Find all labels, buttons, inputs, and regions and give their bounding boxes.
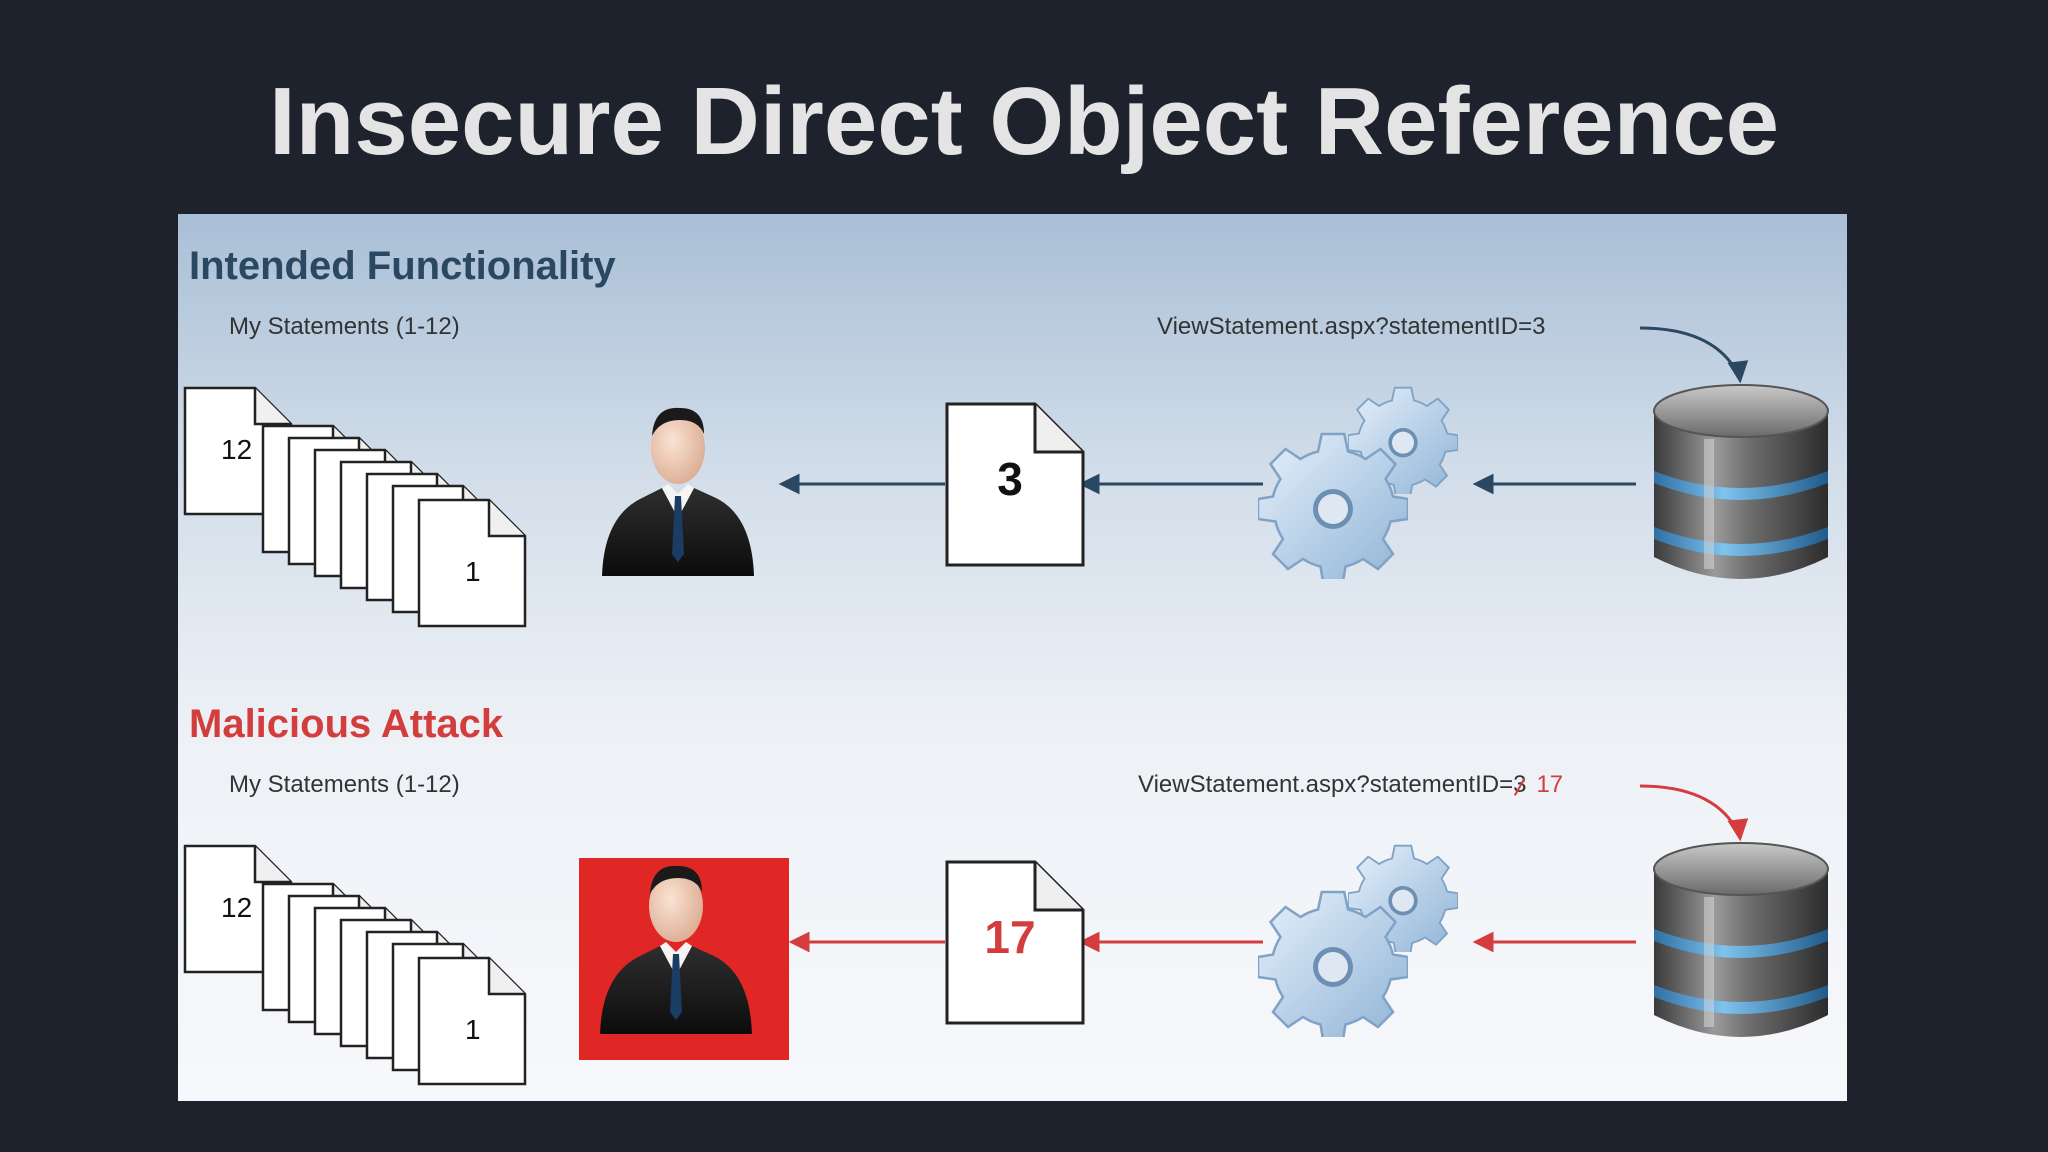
stack-top-number: 12: [221, 892, 253, 923]
tampered-id: 17: [1536, 771, 1564, 798]
arrowhead-server: [1472, 931, 1494, 953]
database-icon: [1653, 384, 1829, 579]
my-statements-label: My Statements (1-12): [229, 313, 460, 340]
arrowhead-db: [1727, 818, 1749, 842]
document-icon: [945, 402, 1085, 567]
document-icon: [183, 844, 527, 1086]
document-icon: [945, 860, 1085, 1025]
arrowhead-user: [788, 931, 810, 953]
statement-stack: 12 1: [183, 844, 543, 1094]
statement-number: 3: [997, 453, 1023, 505]
arrow-url-to-db: [1639, 784, 1740, 833]
document-icon: [183, 386, 527, 628]
stack-bottom-number: 1: [465, 1014, 481, 1045]
database-icon: [1653, 842, 1829, 1037]
arrow-url-to-db: [1639, 326, 1740, 375]
request-url: ViewStatement.aspx?statementID=3: [1157, 313, 1546, 340]
diagram-panel: Intended Functionality My Statements (1-…: [178, 214, 1847, 1101]
slide-title: Insecure Direct Object Reference: [269, 68, 1779, 175]
intended-heading: Intended Functionality: [189, 244, 616, 288]
person-icon: [602, 407, 754, 576]
my-statements-label: My Statements (1-12): [229, 771, 460, 798]
gears-icon: [1258, 386, 1458, 579]
stack-bottom-number: 1: [465, 556, 481, 587]
intended-functionality-section: Intended Functionality My Statements (1-…: [178, 214, 1847, 674]
statement-number: 17: [984, 911, 1036, 963]
arrowhead-db: [1727, 360, 1749, 384]
malicious-attack-section: Malicious Attack My Statements (1-12) Vi…: [178, 672, 1847, 1101]
tampered-request-url: ViewStatement.aspx?statementID=3 17: [1138, 771, 1563, 799]
gears-icon: [1258, 844, 1458, 1037]
arrowhead-server: [1472, 473, 1494, 495]
person-icon: [600, 865, 752, 1034]
stack-top-number: 12: [221, 434, 253, 465]
attack-heading: Malicious Attack: [189, 702, 504, 746]
original-id-struck: 3: [1513, 771, 1527, 798]
statement-stack: 12 1: [183, 386, 543, 636]
url-prefix: ViewStatement.aspx?statementID=: [1138, 771, 1514, 798]
arrowhead-user: [778, 473, 800, 495]
